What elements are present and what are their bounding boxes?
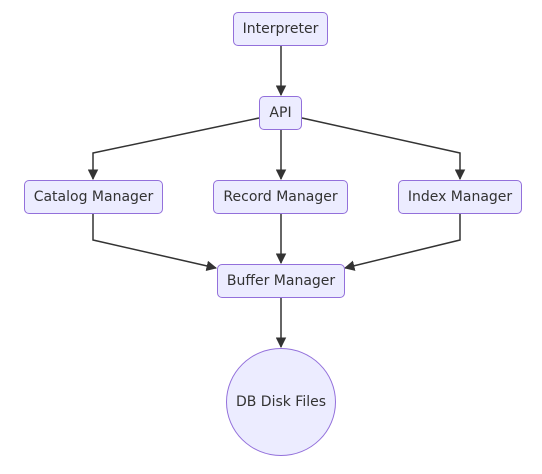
interpreter-node: Interpreter xyxy=(233,12,328,46)
api-node: API xyxy=(259,96,302,130)
edge-api-catalog xyxy=(87,117,260,181)
db-disk-files-label: DB Disk Files xyxy=(235,394,327,410)
catalog-manager-node: Catalog Manager xyxy=(24,180,163,214)
buffer-manager-label: Buffer Manager xyxy=(226,273,336,289)
db-disk-files-node: DB Disk Files xyxy=(226,348,336,456)
edge-api-index xyxy=(301,117,466,181)
buffer-manager-node: Buffer Manager xyxy=(217,264,345,298)
interpreter-label: Interpreter xyxy=(242,21,319,37)
edge-catalog-buffer xyxy=(92,214,218,272)
record-manager-node: Record Manager xyxy=(213,180,348,214)
edge-index-buffer xyxy=(343,214,461,271)
record-manager-label: Record Manager xyxy=(223,189,338,205)
index-manager-label: Index Manager xyxy=(407,189,513,205)
index-manager-node: Index Manager xyxy=(398,180,522,214)
catalog-manager-label: Catalog Manager xyxy=(33,189,154,205)
api-label: API xyxy=(269,105,292,121)
